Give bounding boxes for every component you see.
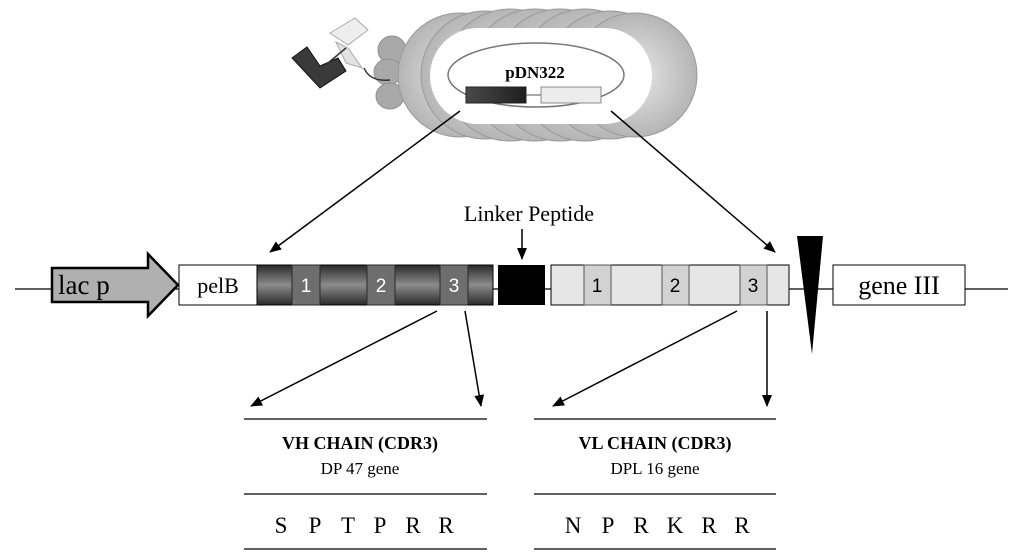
- plasmid-vl-segment: [540, 86, 602, 104]
- vl-residue-4: K: [667, 513, 684, 538]
- arrow-vl-cdr3-left: [552, 310, 738, 407]
- vl-residue-5: R: [701, 513, 717, 538]
- vh-residue-1: S: [275, 513, 288, 538]
- phage-cell: pDN322: [373, 8, 698, 142]
- vl-cdr-1-label: 1: [592, 276, 603, 297]
- vh-sequence: S P T P R R: [275, 513, 455, 538]
- vl-residue-3: R: [633, 513, 649, 538]
- linker-peptide-box: [498, 265, 545, 305]
- pelb-label: pelB: [197, 273, 239, 298]
- vh-panel-gene: DP 47 gene: [321, 459, 400, 478]
- vl-cdr-2: 2: [661, 264, 690, 306]
- vl-cdr-2-label: 2: [670, 276, 681, 297]
- vh-residue-2: P: [309, 513, 322, 538]
- arrow-plasmid-to-vl: [610, 110, 776, 253]
- vh-residue-4: P: [374, 513, 387, 538]
- arrow-vh-cdr3-left: [250, 310, 438, 407]
- vh-cdr-3: 3: [439, 264, 469, 306]
- vl-residue-6: R: [734, 513, 750, 538]
- vl-cdr-3: 3: [739, 264, 768, 306]
- vh-residue-5: R: [405, 513, 421, 538]
- vh-cdr-2-label: 2: [376, 276, 387, 297]
- arrow-vh-cdr3-right: [464, 310, 485, 407]
- vh-residue-3: T: [341, 513, 355, 538]
- amber-stop-wedge: [797, 236, 823, 354]
- vl-panel: VL CHAIN (CDR3) DPL 16 gene N P R K R R: [534, 418, 776, 550]
- lac-promoter: lac p: [50, 250, 180, 320]
- plasmid-vh-segment: [465, 86, 527, 104]
- promoter-label: lac p: [58, 270, 110, 300]
- vl-panel-title: VL CHAIN (CDR3): [579, 433, 732, 454]
- vl-panel-gene: DPL 16 gene: [610, 459, 699, 478]
- arrow-plasmid-to-vh: [269, 110, 461, 253]
- vh-residue-6: R: [438, 513, 454, 538]
- vh-panel-title: VH CHAIN (CDR3): [282, 433, 438, 454]
- vl-residue-2: P: [602, 513, 615, 538]
- vl-sequence: N P R K R R: [565, 513, 751, 538]
- displayed-scfv-icon: [291, 17, 391, 89]
- vl-cdr-1: 1: [583, 264, 612, 306]
- pelb-box: [178, 264, 258, 306]
- vh-cdr-1-label: 1: [301, 276, 312, 297]
- vl-residue-1: N: [565, 513, 582, 538]
- plasmid-label: pDN322: [505, 63, 565, 82]
- linker-label: Linker Peptide: [464, 201, 594, 226]
- vh-cdr-3-label: 3: [449, 276, 460, 297]
- gene-iii-box: [832, 264, 966, 306]
- vh-cdr-1: 1: [291, 264, 321, 306]
- gene-iii-label: gene III: [858, 271, 940, 300]
- vh-cdr-2: 2: [366, 264, 396, 306]
- vh-panel: VH CHAIN (CDR3) DP 47 gene S P T P R R: [244, 418, 487, 550]
- vl-cdr-3-label: 3: [748, 276, 759, 297]
